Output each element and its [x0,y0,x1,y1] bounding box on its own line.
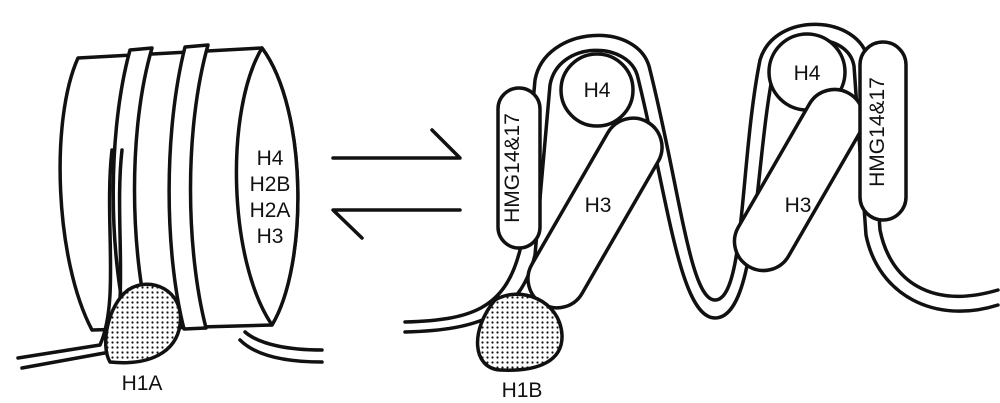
equilibrium-arrows [333,130,460,238]
h1b-histone-blob [478,294,562,370]
core-histone-label: H2A [250,199,291,222]
h4-label-2: H4 [794,62,821,85]
reverse-harpoon [333,210,460,238]
hmg-label-2: HMG14&17 [866,77,889,187]
core-histone-label: H2B [250,173,291,196]
hmg-label-1: HMG14&17 [501,113,524,223]
core-histone-label: H3 [257,225,284,248]
forward-harpoon [333,130,460,158]
h3-label-2: H3 [785,194,812,217]
dna-exit-strand [245,332,322,350]
h1b-label: H1B [502,379,543,402]
chromatin-unfolded: H4 H3 HMG14&17 H4 H3 HMG14&17 H1B [405,24,998,402]
h4-label-1: H4 [584,79,611,102]
dna-backbone-outer [405,24,998,322]
h1a-label: H1A [122,372,163,395]
nucleosome-compact: H4 H2B H2A H3 H1A [18,45,322,395]
core-histone-label: H4 [257,147,284,170]
h3-label-1: H3 [585,194,612,217]
